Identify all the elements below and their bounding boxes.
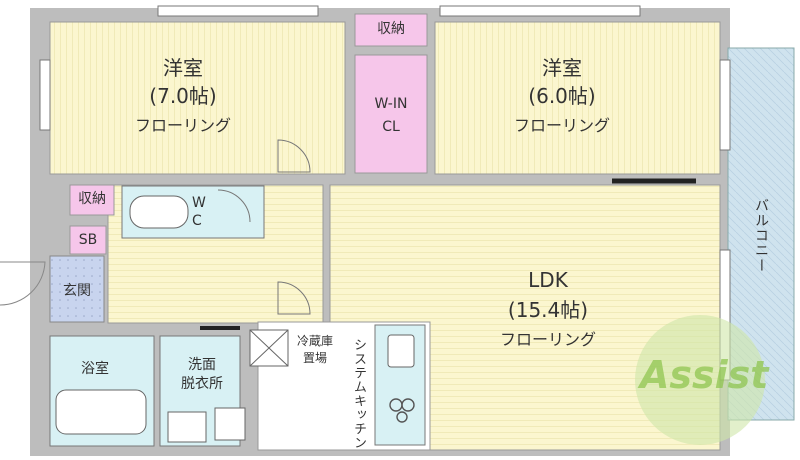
bedroom-left-floor: フローリング bbox=[134, 116, 232, 135]
washroom-label-1: 洗面 bbox=[188, 357, 216, 373]
closet-left-label: 収納 bbox=[78, 191, 106, 207]
bedroom-right-area bbox=[434, 21, 721, 175]
entrance-label: 玄関 bbox=[63, 283, 91, 299]
balcony-label: バルコニー bbox=[753, 198, 769, 273]
walk-in-closet-area bbox=[354, 54, 428, 174]
sink bbox=[387, 334, 415, 368]
stove-burner bbox=[396, 411, 408, 423]
bathtub-icon bbox=[55, 389, 147, 435]
bedroom-right-floor: フローリング bbox=[513, 116, 611, 135]
fridge-space-label-2: 置場 bbox=[302, 351, 328, 365]
ldk-name: LDK bbox=[528, 268, 568, 292]
walk-in-closet-label-1: W-IN bbox=[374, 96, 408, 112]
entrance-area bbox=[49, 255, 105, 323]
sink-basin-icon bbox=[167, 411, 207, 443]
bedroom-right-name: 洋室 bbox=[542, 56, 582, 80]
bedroom-left-area bbox=[49, 21, 346, 175]
toilet-icon bbox=[129, 195, 189, 229]
sb-label: SB bbox=[78, 232, 98, 248]
stove-burner bbox=[401, 398, 415, 412]
closet-top-label: 収納 bbox=[377, 21, 405, 37]
ldk-floor: フローリング bbox=[499, 330, 597, 349]
washroom-label-2: 脱衣所 bbox=[181, 376, 223, 392]
washing-machine-icon bbox=[214, 407, 246, 441]
bedroom-left-name: 洋室 bbox=[163, 56, 203, 80]
watermark-text: Assist bbox=[640, 353, 769, 397]
walk-in-closet-label-2: CL bbox=[382, 119, 400, 135]
kitchen-label: システムキッチン bbox=[351, 338, 366, 450]
wc-label-2: C bbox=[192, 213, 202, 229]
watermark-logo-icon bbox=[635, 315, 765, 445]
fridge-space-label-1: 冷蔵庫 bbox=[296, 334, 334, 348]
bedroom-left-size: (7.0帖) bbox=[149, 84, 217, 108]
wc-label-1: W bbox=[192, 195, 206, 211]
entrance-door-swing bbox=[0, 261, 46, 306]
bedroom-right-size: (6.0帖) bbox=[528, 84, 596, 108]
bathroom-label: 浴室 bbox=[81, 361, 109, 377]
sb-area bbox=[69, 225, 107, 255]
closet-left-area bbox=[69, 184, 115, 216]
ldk-size: (15.4帖) bbox=[507, 298, 589, 322]
closet-top-area bbox=[354, 13, 428, 47]
